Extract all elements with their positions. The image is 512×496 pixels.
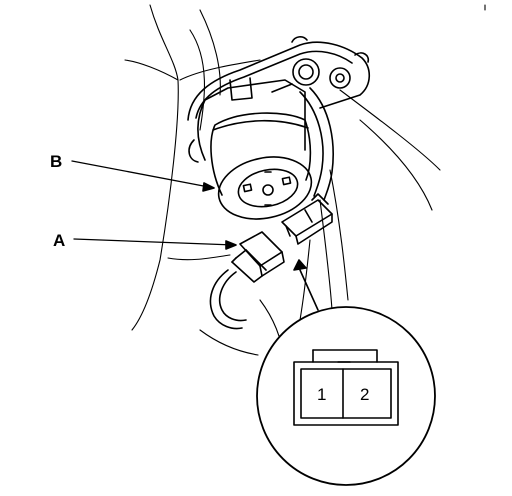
detail-pointer-arrow: [293, 259, 319, 311]
label-b: B: [50, 152, 62, 171]
pin-2-label: 2: [360, 385, 369, 404]
pin-1-label: 1: [317, 385, 326, 404]
switch-side-connector: [281, 193, 333, 245]
harness-wire: [271, 83, 334, 201]
body-panel-lines: [124, 4, 486, 361]
label-a: A: [53, 231, 65, 250]
mounting-bracket: [187, 36, 371, 121]
connector-face-detail: [256, 306, 436, 486]
callout-b-leader: [71, 160, 215, 192]
switch-cylinder: [188, 77, 313, 220]
callout-a-leader: [73, 238, 237, 250]
harness-connector: [209, 231, 285, 330]
